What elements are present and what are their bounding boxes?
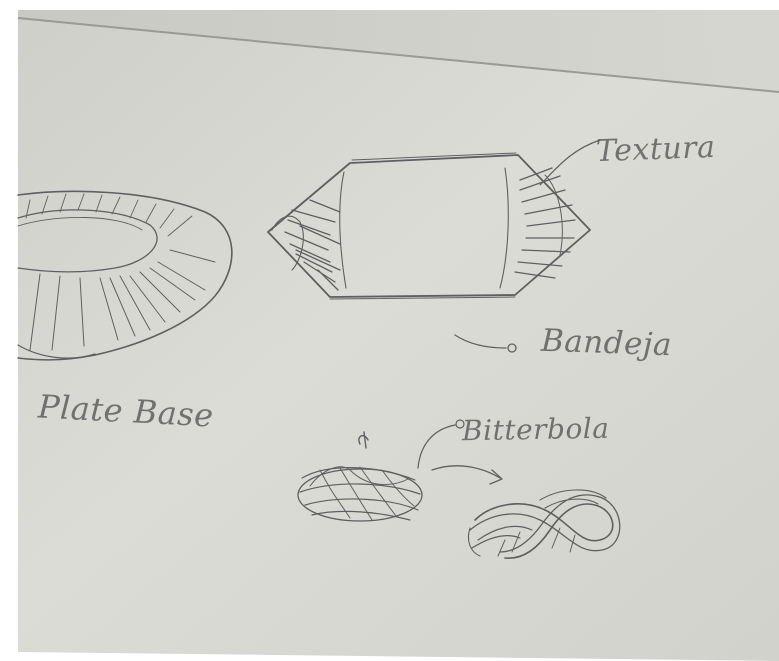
label-textura: Textura (595, 130, 716, 169)
label-bitterballs: Bitterbola (462, 412, 610, 448)
label-bandage: Bandeja (540, 323, 672, 364)
